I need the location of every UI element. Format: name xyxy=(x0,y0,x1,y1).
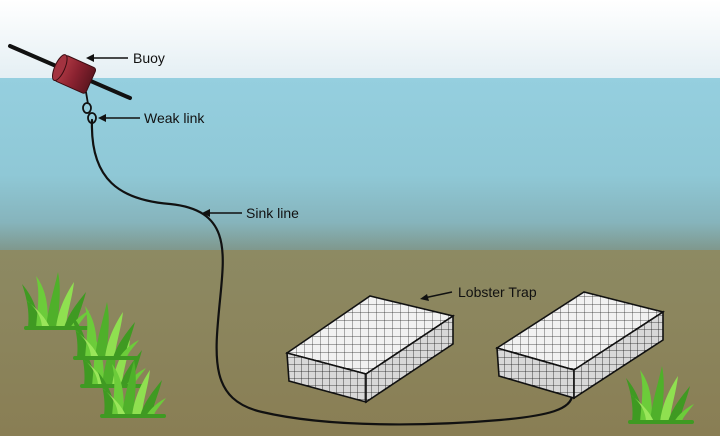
weak-link-label: Weak link xyxy=(144,110,205,126)
sink-line-label: Sink line xyxy=(246,205,299,221)
buoy-pointer xyxy=(86,54,128,62)
lobster-trap-icon-2 xyxy=(495,291,665,400)
water xyxy=(0,78,720,254)
weak-link-icon xyxy=(82,102,97,124)
sink-line-rope xyxy=(90,118,574,426)
lobster-trap-pointer xyxy=(420,291,453,301)
lobster-trap-icon xyxy=(285,295,455,404)
buoy-label: Buoy xyxy=(133,50,165,66)
sky xyxy=(0,0,720,82)
weak-link-pointer xyxy=(98,114,140,122)
buoy-connector xyxy=(85,91,89,105)
buoy-icon xyxy=(51,54,97,94)
sink-line-pointer xyxy=(202,209,242,217)
lobster-trap-label: Lobster Trap xyxy=(458,284,537,300)
seagrass-icon xyxy=(22,272,90,330)
